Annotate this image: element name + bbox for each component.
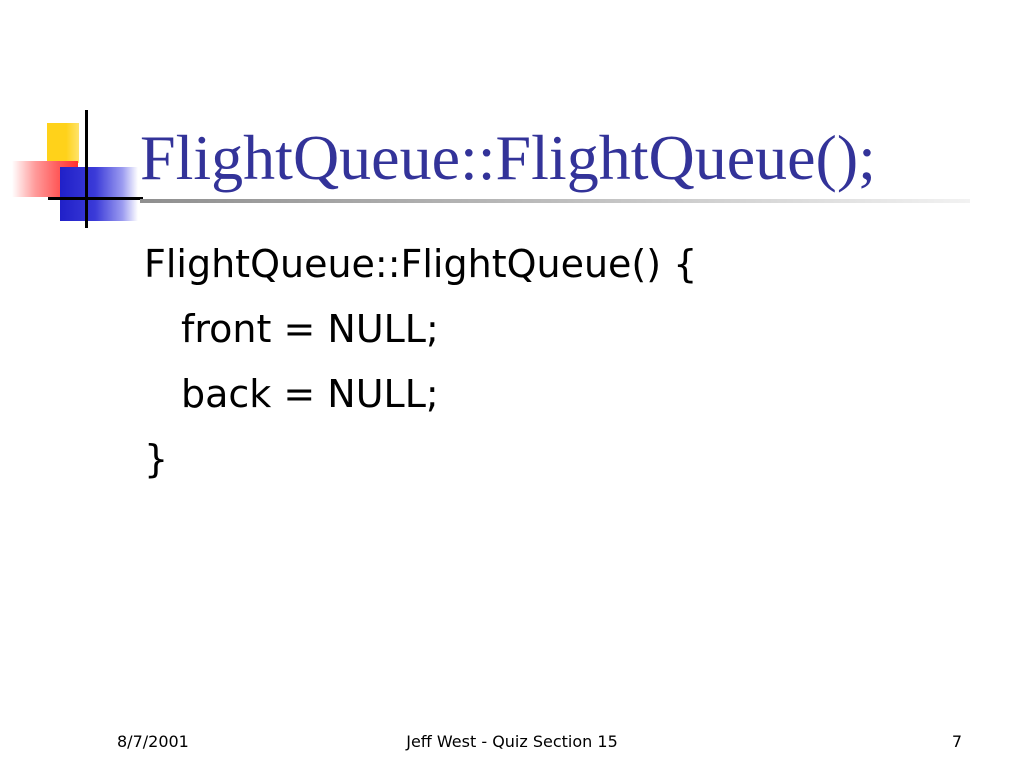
yellow-square-decoration [47, 123, 79, 163]
code-block: FlightQueue::FlightQueue() { front = NUL… [144, 232, 697, 492]
footer-date: 8/7/2001 [117, 732, 189, 751]
code-line-back: back = NULL; [181, 372, 439, 416]
footer-page-number: 7 [951, 732, 962, 751]
blue-square-decoration [60, 167, 138, 221]
code-line-signature: FlightQueue::FlightQueue() { [144, 242, 698, 286]
code-line-closing-brace: } [144, 437, 169, 481]
footer-author-section: Jeff West - Quiz Section 15 [406, 732, 618, 751]
vertical-line-decoration [85, 110, 88, 228]
slide-title: FlightQueue::FlightQueue(); [140, 122, 876, 193]
code-line-front: front = NULL; [181, 307, 439, 351]
horizontal-line-decoration [48, 197, 143, 200]
title-underline-rule [140, 199, 970, 203]
